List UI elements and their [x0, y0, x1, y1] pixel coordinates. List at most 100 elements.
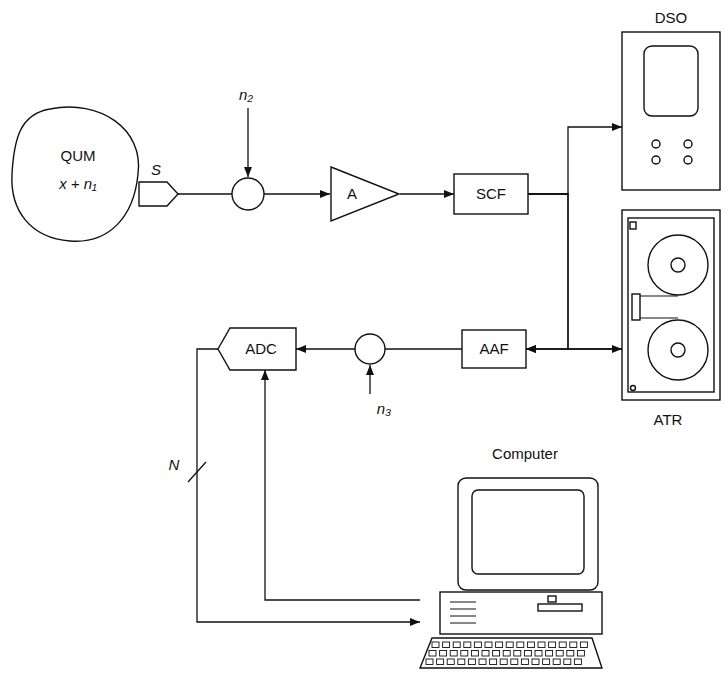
amplifier-triangle	[331, 167, 399, 221]
process-box: SCF	[454, 174, 528, 214]
scope-knob	[652, 140, 660, 148]
keyboard-key	[564, 659, 571, 665]
signal-label: n₂	[238, 86, 254, 103]
tape-path	[640, 295, 678, 296]
amplifier: A	[330, 166, 400, 222]
node-label: DSO	[655, 10, 688, 27]
signal-connector	[197, 349, 420, 622]
keyboard-key	[437, 659, 444, 665]
keyboard-key	[474, 642, 481, 648]
keyboard-key	[493, 651, 500, 657]
keyboard-key	[580, 642, 587, 648]
node-outline	[622, 210, 720, 400]
keyboard-key	[490, 659, 497, 665]
keyboard-key	[549, 642, 556, 648]
keyboard-key	[503, 651, 510, 657]
keyboard-key	[524, 651, 531, 657]
node-outline	[330, 166, 400, 222]
tape-recorder: ATR	[622, 210, 720, 400]
reel-hub	[671, 258, 685, 272]
scope-knob	[684, 140, 692, 148]
reel-hub	[671, 343, 685, 357]
keyboard-key	[458, 659, 465, 665]
keyboard-key	[471, 651, 478, 657]
keyboard-key	[440, 651, 447, 657]
keyboard-key	[429, 651, 436, 657]
converter-box: ADC	[218, 328, 296, 370]
keyboard-key	[514, 651, 521, 657]
summing-junction	[232, 178, 264, 210]
keyboard-key	[461, 651, 468, 657]
node-label: QUM	[61, 148, 96, 165]
keyboard-key	[482, 651, 489, 657]
noise-input-arrow	[247, 108, 248, 177]
keyboard-key	[450, 651, 457, 657]
keyboard-key	[479, 659, 486, 665]
keyboard-key	[443, 642, 450, 648]
vent-line	[450, 602, 476, 603]
node-label: ADC	[245, 341, 277, 358]
node-label: SCF	[476, 186, 506, 203]
keyboard-key	[556, 651, 563, 657]
monitor-screen	[472, 490, 584, 574]
blob-outline	[12, 107, 139, 241]
scope-screen	[644, 46, 698, 116]
vent-line	[450, 623, 476, 624]
node-label: A	[347, 186, 357, 203]
keyboard-key	[453, 642, 460, 648]
recorder-case	[622, 210, 720, 400]
signal-connector	[265, 370, 420, 600]
node-label: Computer	[492, 446, 558, 463]
keyboard-key	[538, 642, 545, 648]
keyboard-key	[432, 642, 439, 648]
keyboard-key	[517, 642, 524, 648]
system-unit	[440, 592, 602, 634]
signal-label: N	[168, 456, 181, 473]
keyboard-key	[468, 659, 475, 665]
tape-path	[640, 317, 678, 318]
keyboard-key	[577, 651, 584, 657]
keyboard-key	[496, 642, 503, 648]
node-outline	[622, 32, 720, 190]
keyboard-key	[447, 659, 454, 665]
keyboard-key	[567, 651, 574, 657]
keyboard-key	[511, 659, 518, 665]
keyboard-key	[574, 659, 581, 665]
scope-case	[622, 32, 720, 190]
keyboard-key	[527, 642, 534, 648]
recorder-panel	[628, 218, 714, 392]
keyboard	[420, 638, 602, 668]
tape-reel	[648, 235, 708, 295]
bus-width-slash	[188, 462, 206, 482]
sensor-symbol	[139, 182, 178, 206]
keyboard-key	[532, 659, 539, 665]
tape-head	[632, 294, 640, 320]
signal-connector	[526, 194, 568, 349]
node-label: AAF	[479, 341, 508, 358]
node-label: ATR	[654, 412, 683, 429]
keyboard-key	[426, 659, 433, 665]
keyboard-key	[521, 659, 528, 665]
box-outline	[462, 330, 526, 368]
node-outline	[420, 478, 602, 670]
sensor: S	[139, 182, 178, 206]
noise-input-arrow	[369, 365, 370, 394]
converter-outline	[218, 328, 296, 370]
node-label: x + n₁	[59, 176, 97, 193]
vent-line	[450, 609, 476, 610]
indicator	[631, 386, 636, 391]
drive-button	[548, 596, 556, 602]
keyboard-key	[485, 642, 492, 648]
keyboard-key	[500, 659, 507, 665]
signal-connector	[526, 348, 622, 349]
node-label: S	[151, 162, 161, 179]
drive-slot	[538, 604, 582, 611]
box-outline	[454, 174, 528, 214]
quantity-under-measurement: QUM x + n₁	[8, 104, 140, 246]
signal-label: n₃	[376, 400, 392, 417]
indicator	[630, 222, 636, 229]
signal-connector	[528, 127, 622, 194]
keyboard-key	[553, 659, 560, 665]
process-box: AAF	[462, 330, 526, 368]
